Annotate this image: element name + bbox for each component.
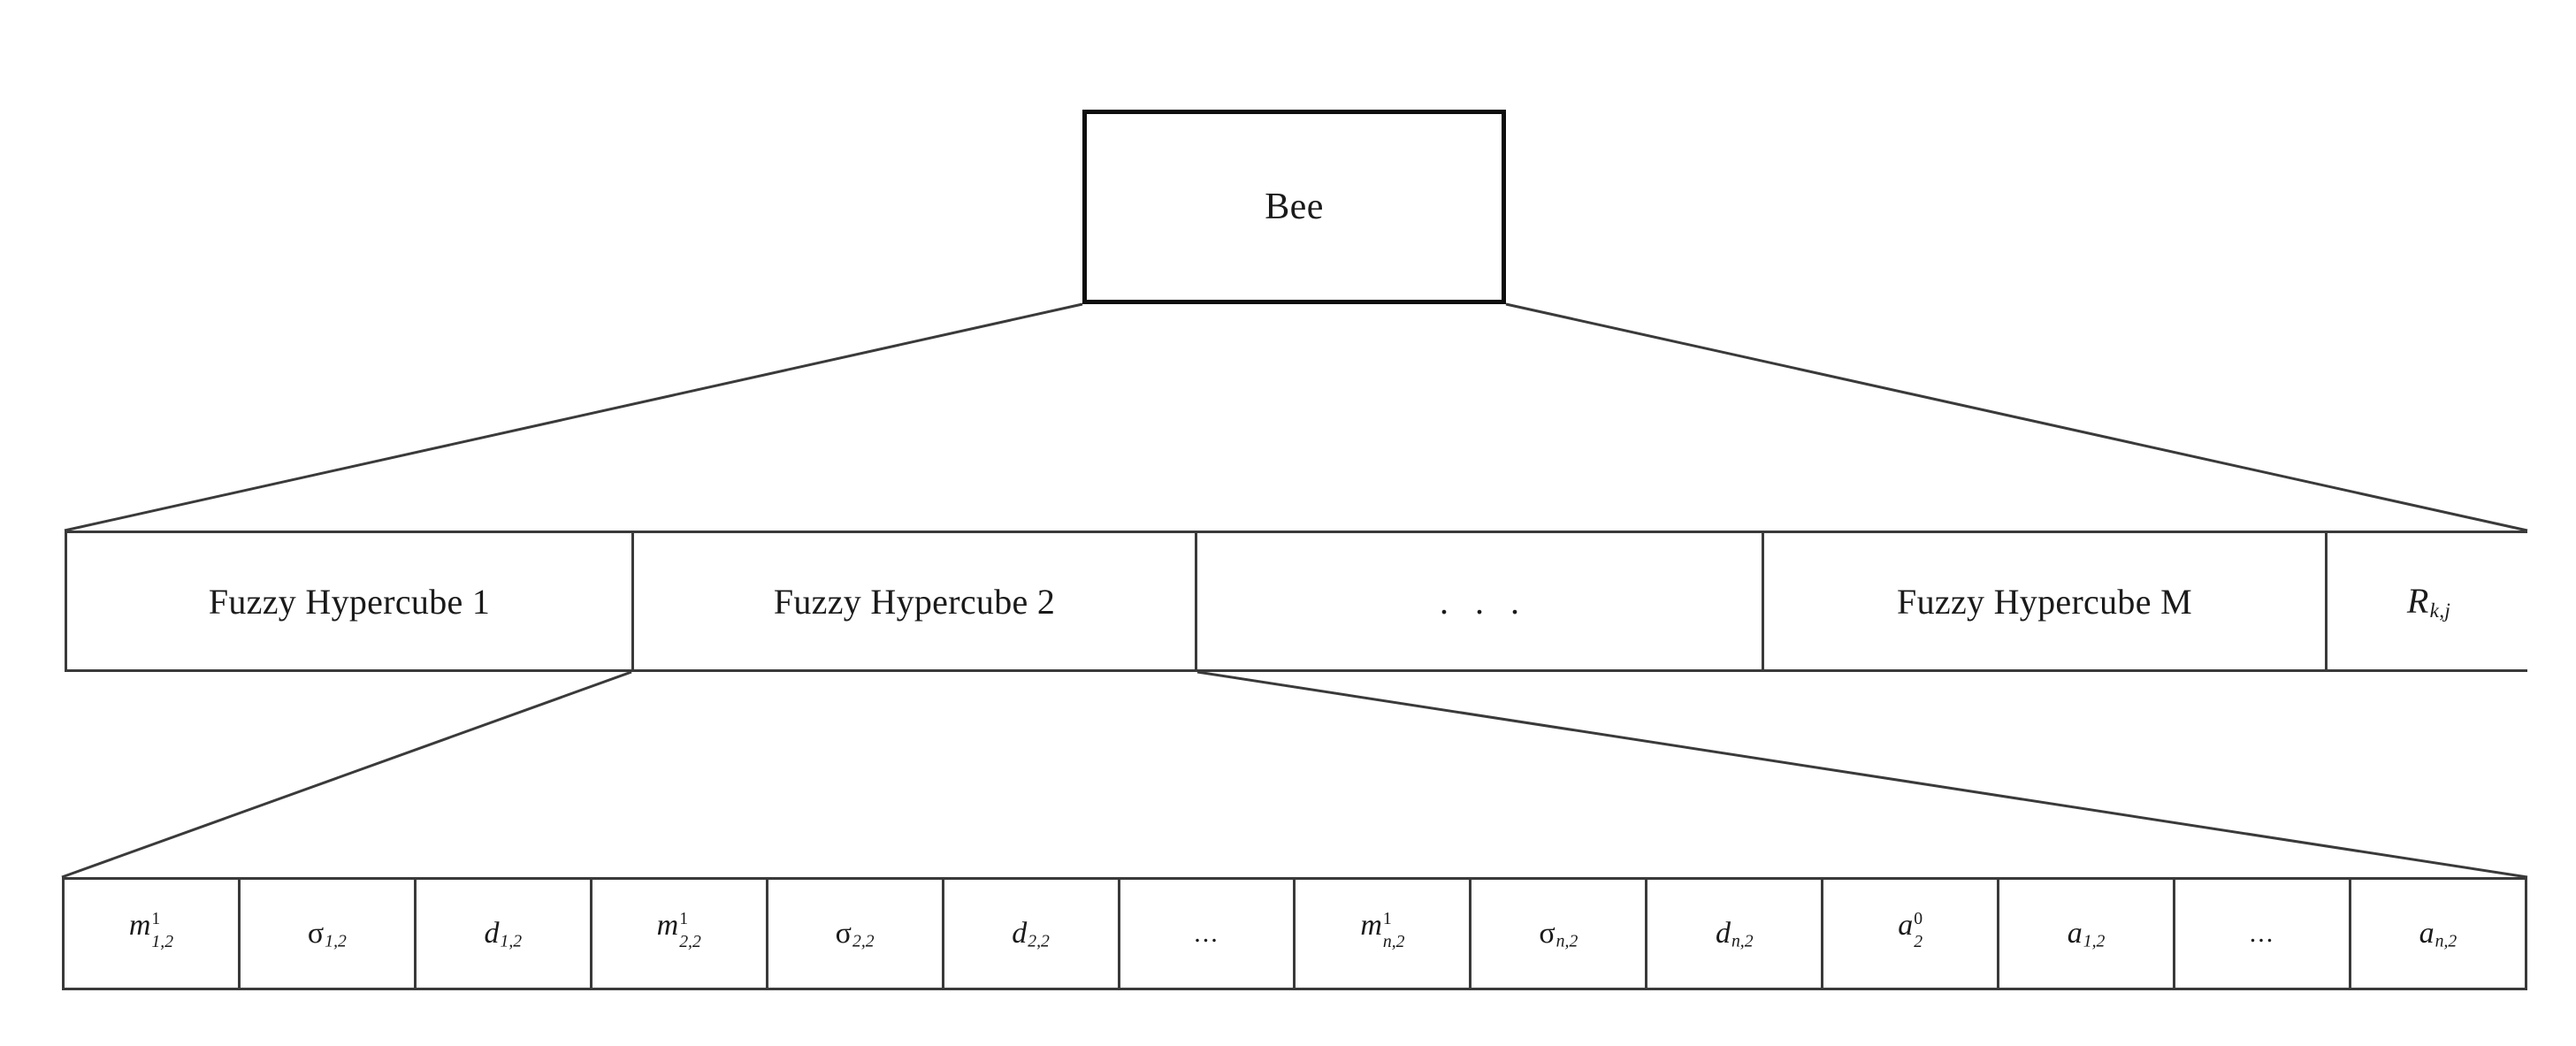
root-node-bee[interactable]: Bee [1082, 110, 1506, 304]
symbol-subscript: 2,2 [1028, 931, 1050, 951]
symbol-subscript: n,2 [1382, 932, 1405, 952]
symbol-superscript: 1 [679, 909, 689, 929]
symbol-subscript: 2 [1914, 932, 1923, 952]
symbol-base: m [128, 909, 151, 943]
symbol-subscript: 2,2 [679, 932, 701, 952]
connector-root-to-hypercube-left [64, 302, 1083, 532]
symbol-base: σ [1539, 917, 1556, 950]
parameter-row-symbol-9: dn,2 [1715, 917, 1754, 951]
hypercube-row-cell-2[interactable]: . . . [1197, 533, 1764, 669]
parameter-row-cell-13[interactable]: an,2 [2351, 880, 2525, 988]
symbol-base: m [656, 909, 679, 943]
parameter-row-cell-1[interactable]: σ1,2 [240, 880, 417, 988]
parameter-row-symbol-1: σ1,2 [307, 917, 347, 951]
parameter-row-symbol-13: an,2 [2419, 917, 2458, 951]
symbol-base: a [2419, 917, 2435, 950]
hypercube-row-cell-3[interactable]: Fuzzy Hypercube M [1764, 533, 2328, 669]
symbol-subscript: n,2 [1556, 931, 1578, 951]
connector-hypercube2-to-parameter-left [61, 670, 632, 879]
symbol-superscript: 1 [151, 909, 161, 929]
symbol-subscript: 2,2 [852, 931, 875, 951]
parameter-row-symbol-2: d1,2 [484, 917, 523, 951]
symbol-base: σ [835, 917, 852, 950]
parameter-row-symbol-4: σ2,2 [835, 917, 875, 951]
parameter-row-cell-9[interactable]: dn,2 [1647, 880, 1824, 988]
parameter-row-cell-6[interactable]: ... [1120, 880, 1296, 988]
hypercube-row-cell-1[interactable]: Fuzzy Hypercube 2 [634, 533, 1197, 669]
parameter-row-symbol-11: a1,2 [2067, 917, 2106, 951]
symbol-subscript: 1,2 [2083, 931, 2106, 951]
parameter-row-symbol-5: d2,2 [1012, 917, 1050, 951]
hypercube-row-cell-label: Fuzzy Hypercube 1 [208, 581, 491, 622]
symbol-subscript: 1,2 [325, 931, 347, 951]
parameter-row-cell-4[interactable]: σ2,2 [768, 880, 944, 988]
symbol-subscript: 1,2 [151, 932, 174, 952]
symbol-base: d [484, 917, 500, 950]
parameter-row-cell-12[interactable]: ... [2175, 880, 2351, 988]
parameter-row-cell-2[interactable]: d1,2 [416, 880, 592, 988]
symbol-base: R [2406, 581, 2429, 621]
symbol-subscript: 1,2 [500, 931, 523, 951]
symbol-superscript: 0 [1914, 909, 1923, 929]
symbol-base: m [1360, 909, 1382, 943]
symbol-subscript: n,2 [1731, 931, 1754, 951]
hypercube-row-ellipsis: . . . [1440, 581, 1528, 622]
hypercube-row-symbol-4: Rk,j [2406, 581, 2451, 623]
parameter-row-cell-8[interactable]: σn,2 [1471, 880, 1648, 988]
connector-hypercube2-to-parameter-right [1196, 670, 2528, 879]
parameter-row-symbol-8: σn,2 [1539, 917, 1578, 951]
parameter-row-cell-11[interactable]: a1,2 [1999, 880, 2176, 988]
symbol-base: d [1012, 917, 1028, 950]
parameter-row-ellipsis: ... [1194, 919, 1219, 948]
root-node-label: Bee [1265, 187, 1324, 227]
hypercube-row: Fuzzy Hypercube 1 Fuzzy Hypercube 2 . . . F… [65, 531, 2530, 672]
symbol-base: a [2067, 917, 2083, 950]
symbol-base: d [1715, 917, 1731, 950]
symbol-base: a [1898, 909, 1914, 943]
hypercube-row-cell-0[interactable]: Fuzzy Hypercube 1 [67, 533, 634, 669]
symbol-subscript: n,2 [2435, 931, 2458, 951]
connector-root-to-hypercube-right [1505, 302, 2528, 532]
parameter-row-cell-5[interactable]: d2,2 [944, 880, 1120, 988]
parameter-row-ellipsis: ... [2249, 919, 2275, 948]
symbol-base: σ [307, 917, 325, 950]
hypercube-row-cell-label: Fuzzy Hypercube M [1897, 581, 2192, 622]
hypercube-row-cell-4[interactable]: Rk,j [2328, 533, 2530, 669]
hypercube-row-cell-label: Fuzzy Hypercube 2 [773, 581, 1056, 622]
symbol-superscript: 1 [1382, 909, 1392, 929]
symbol-subscript: k,j [2429, 599, 2451, 623]
